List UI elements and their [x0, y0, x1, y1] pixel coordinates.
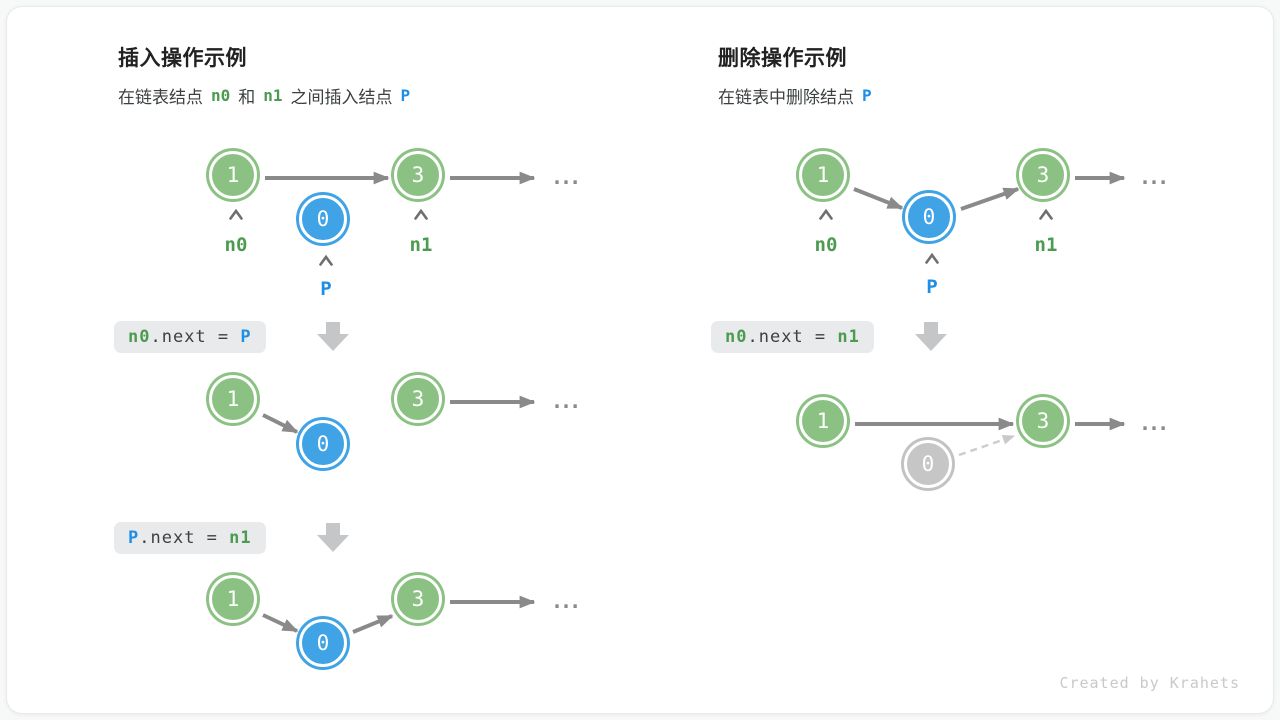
node-value-3: 3: [1019, 397, 1067, 445]
code-lhs: n0: [128, 327, 151, 347]
insertion-subtitle: 在链表结点 n0 和 n1 之间插入结点 P: [118, 83, 410, 108]
insertion-subtitle-part2: 和: [238, 88, 256, 107]
code-op: .next =: [747, 327, 838, 347]
insertion-title: 插入操作示例: [118, 47, 247, 70]
node-value-3: 3: [1019, 151, 1067, 199]
code-delete-step1: n0.next = n1: [711, 321, 874, 353]
token-p: P: [400, 86, 411, 105]
node-value-0: 0: [299, 195, 347, 243]
pointer-label-p: P: [320, 278, 332, 300]
node-value-1: 1: [799, 397, 847, 445]
code-insert-step2: P.next = n1: [114, 522, 266, 554]
code-insert-step1: n0.next = P: [114, 321, 266, 353]
pointer-label-n1: n1: [1034, 234, 1058, 256]
watermark: Created by Krahets: [1059, 674, 1240, 692]
ellipsis: ...: [1139, 165, 1169, 189]
deletion-title: 删除操作示例: [718, 47, 847, 70]
node-value-1: 1: [799, 151, 847, 199]
code-op: .next =: [150, 327, 241, 347]
node-value-0-removed: 0: [904, 440, 952, 488]
node-value-0: 0: [299, 619, 347, 667]
pointer-label-n1: n1: [409, 234, 433, 256]
node-value-3: 3: [394, 575, 442, 623]
canvas-background: [6, 6, 1274, 714]
node-value-0: 0: [905, 193, 953, 241]
pointer-label-n0: n0: [814, 234, 838, 256]
code-lhs: n0: [725, 327, 748, 347]
node-value-1: 1: [209, 151, 257, 199]
node-value-3: 3: [394, 375, 442, 423]
node-value-1: 1: [209, 575, 257, 623]
code-rhs: P: [240, 327, 252, 347]
code-rhs: n1: [837, 327, 860, 347]
ellipsis: ...: [551, 589, 581, 613]
token-n0: n0: [211, 86, 231, 105]
deletion-subtitle: 在链表中删除结点 P: [718, 83, 872, 108]
ellipsis: ...: [551, 165, 581, 189]
ellipsis: ...: [551, 389, 581, 413]
insertion-subtitle-part1: 在链表结点: [118, 88, 203, 107]
code-op: .next =: [139, 528, 230, 548]
pointer-label-n0: n0: [224, 234, 248, 256]
deletion-subtitle-part1: 在链表中删除结点: [718, 88, 854, 107]
ellipsis: ...: [1139, 411, 1169, 435]
insertion-subtitle-part3: 之间插入结点: [290, 88, 393, 107]
code-rhs: n1: [229, 528, 252, 548]
code-lhs: P: [128, 528, 140, 548]
token-n1: n1: [263, 86, 283, 105]
token-p: P: [862, 86, 872, 105]
node-value-3: 3: [394, 151, 442, 199]
node-value-1: 1: [209, 375, 257, 423]
pointer-label-p: P: [926, 276, 938, 298]
node-value-0: 0: [299, 420, 347, 468]
